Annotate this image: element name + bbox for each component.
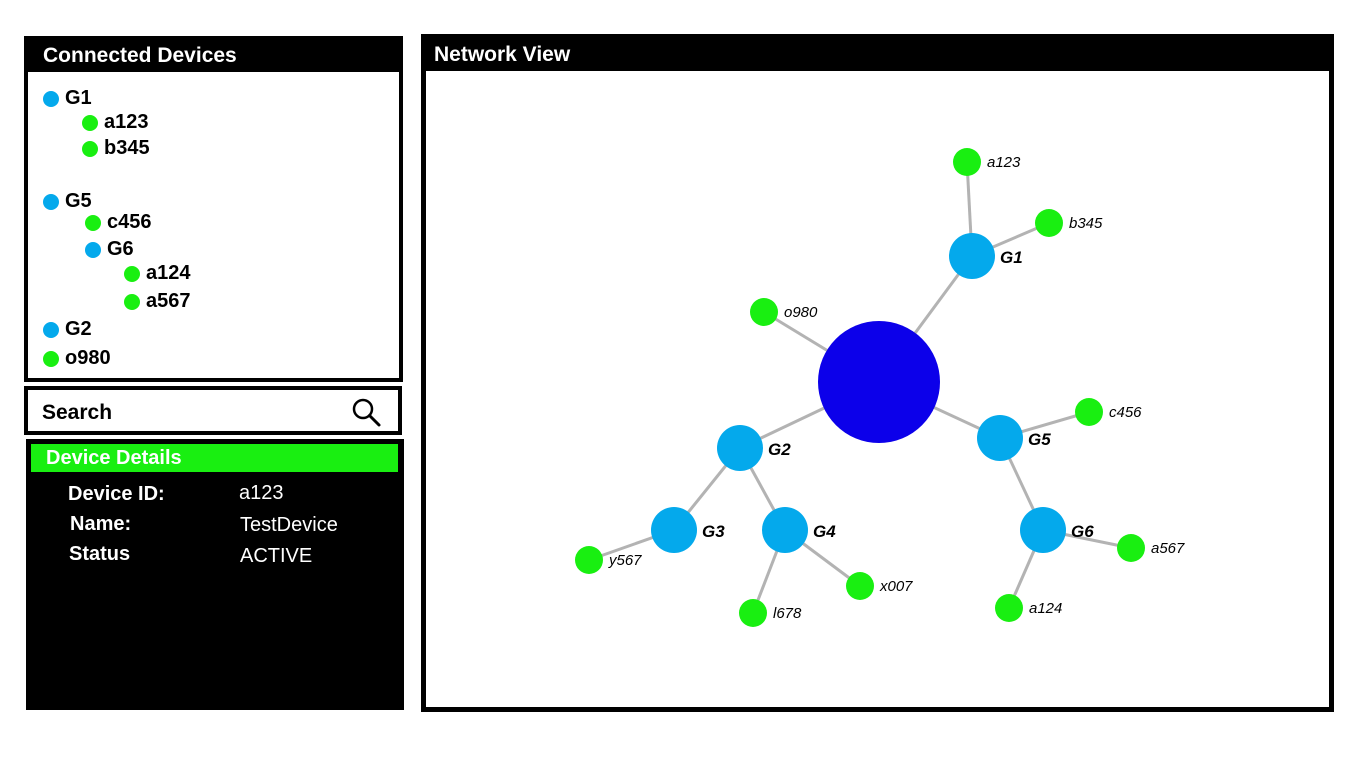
detail-label-status: Status [69,543,131,565]
search-box [24,386,402,435]
gateway-dot-icon [43,193,59,210]
detail-value-device-id: a123 [239,482,284,504]
device-details-title: Device Details [31,444,398,472]
tree-item-a567[interactable]: a567 [124,290,191,313]
node-o980[interactable] [750,298,778,326]
gateway-dot-icon [43,90,59,107]
node-c456[interactable] [1075,398,1103,426]
tree-item-label: G2 [65,318,92,340]
node-label-x007: x007 [879,578,913,595]
node-G5[interactable] [977,415,1023,461]
node-a123[interactable] [953,148,981,176]
node-y567[interactable] [575,546,603,574]
hub-node[interactable] [818,321,940,443]
device-dot-icon [82,114,98,131]
search-input[interactable] [40,394,334,431]
tree-item-G6[interactable]: G6 [85,238,134,261]
device-dot-icon [124,293,140,310]
node-label-l678: l678 [773,605,802,622]
detail-label-device-id: Device ID: [68,483,165,505]
connected-devices-title: Connected Devices [28,40,399,72]
node-G1[interactable] [949,233,995,279]
network-view-title: Network View [426,39,1329,71]
tree-item-label: G1 [65,87,92,109]
device-dot-icon [85,214,101,231]
node-label-a567: a567 [1151,540,1185,557]
tree-item-o980[interactable]: o980 [43,347,111,370]
gateway-dot-icon [85,241,101,258]
detail-label-name: Name: [70,513,132,535]
node-label-y567: y567 [608,552,642,569]
node-G2[interactable] [717,425,763,471]
tree-item-label: G5 [65,190,92,212]
tree-item-label: a123 [104,111,149,133]
node-label-G1: G1 [1000,248,1023,267]
tree-item-label: o980 [65,347,111,369]
tree-item-label: a567 [146,290,191,312]
node-G6[interactable] [1020,507,1066,553]
detail-value-status: ACTIVE [240,545,313,567]
device-details-panel: Device Details Device ID: a123 Name: Tes… [26,439,404,710]
tree-item-label: b345 [104,137,150,159]
tree-item-label: c456 [107,211,152,233]
device-dot-icon [82,140,98,157]
tree-item-G2[interactable]: G2 [43,318,92,341]
tree-item-label: a124 [146,262,191,284]
node-label-G6: G6 [1071,522,1094,541]
node-label-G5: G5 [1028,430,1051,449]
detail-value-name: TestDevice [240,514,338,536]
node-label-G2: G2 [768,440,791,459]
device-dot-icon [43,350,59,367]
tree-item-c456[interactable]: c456 [85,211,152,234]
node-label-c456: c456 [1109,404,1142,421]
node-b345[interactable] [1035,209,1063,237]
device-dot-icon [124,265,140,282]
gateway-dot-icon [43,321,59,338]
node-label-a124: a124 [1029,600,1062,617]
node-label-b345: b345 [1069,215,1103,232]
node-label-G3: G3 [702,522,725,541]
tree-item-label: G6 [107,238,134,260]
search-icon[interactable] [350,396,382,428]
tree-item-a123[interactable]: a123 [82,111,149,134]
node-label-o980: o980 [784,304,818,321]
node-G4[interactable] [762,507,808,553]
node-a567[interactable] [1117,534,1145,562]
node-label-G4: G4 [813,522,836,541]
tree-item-G1[interactable]: G1 [43,87,92,110]
tree-item-G5[interactable]: G5 [43,190,92,213]
node-a124[interactable] [995,594,1023,622]
tree-item-b345[interactable]: b345 [82,137,150,160]
node-x007[interactable] [846,572,874,600]
node-G3[interactable] [651,507,697,553]
node-label-a123: a123 [987,154,1021,171]
tree-item-a124[interactable]: a124 [124,262,191,285]
node-l678[interactable] [739,599,767,627]
